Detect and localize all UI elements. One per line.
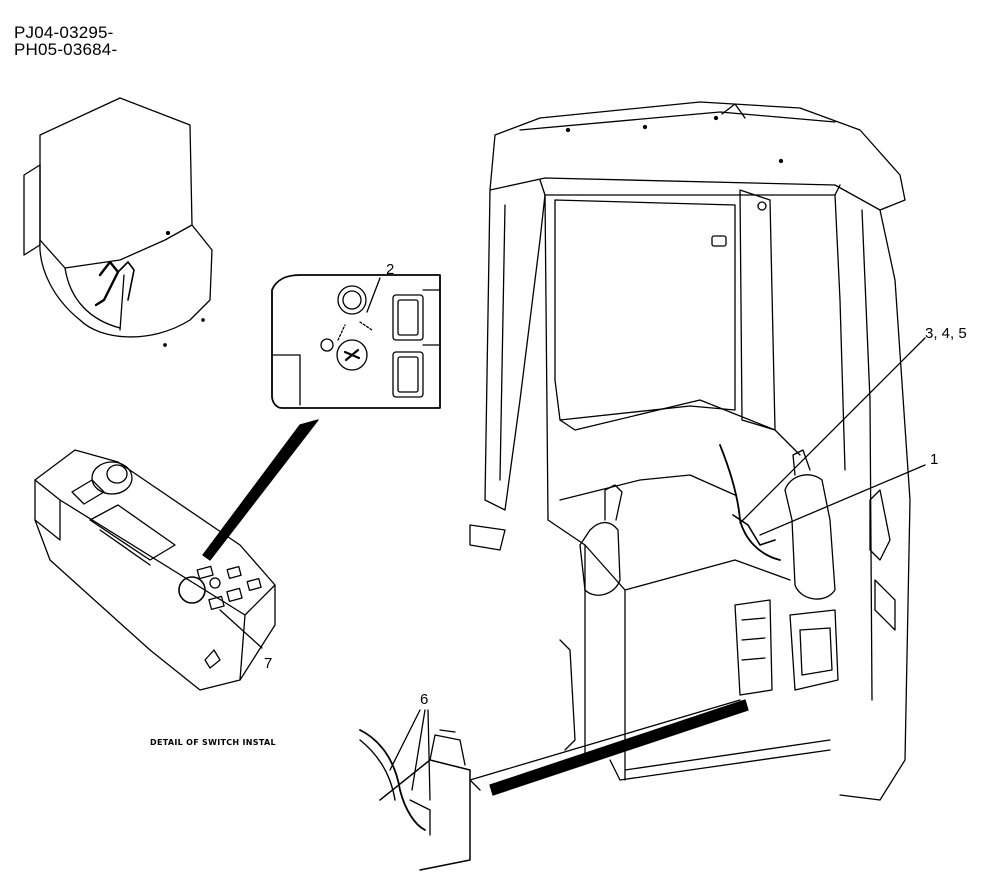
seat-back-detail — [24, 98, 212, 346]
console-detail — [35, 450, 275, 690]
detail-pointer-switch — [203, 420, 318, 560]
callout-2: 2 — [386, 261, 395, 278]
leader-6 — [390, 710, 430, 800]
leader-7 — [220, 610, 262, 648]
reservoir-detail — [360, 700, 748, 870]
callout-3-4-5: 3, 4, 5 — [925, 325, 967, 342]
serial-range-1: PJ04-03295- — [14, 23, 114, 42]
leader-3-4-5 — [740, 338, 925, 523]
callout-7: 7 — [264, 655, 273, 672]
callout-6: 6 — [420, 691, 429, 708]
serial-range-2: PH05-03684- — [14, 40, 118, 59]
switch-panel-detail — [203, 275, 440, 560]
callout-1: 1 — [930, 451, 939, 468]
cab-assembly — [470, 102, 925, 800]
leader-2 — [367, 278, 380, 312]
leader-1 — [760, 465, 925, 535]
detail-caption: DETAIL OF SWITCH INSTAL — [150, 738, 276, 747]
detail-pointer-reservoir — [490, 700, 748, 795]
